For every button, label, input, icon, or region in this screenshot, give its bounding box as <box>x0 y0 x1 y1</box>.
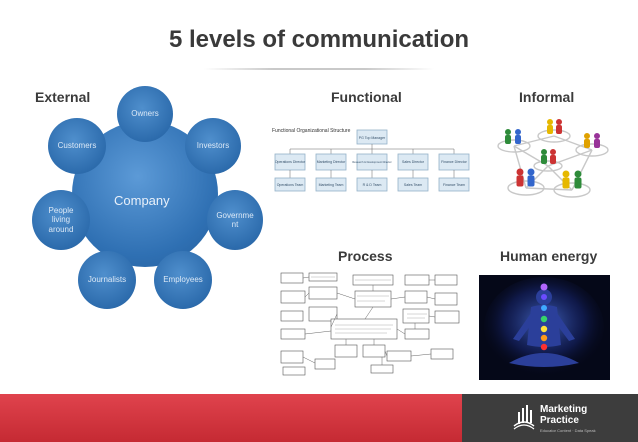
org-top: PG Top Manager <box>359 136 386 140</box>
node-owners: Owners <box>117 86 173 142</box>
node-label: Owners <box>131 109 159 119</box>
informal-network-image <box>484 116 614 218</box>
node-journalists: Journalists <box>78 251 136 309</box>
org-director: Marketing Director <box>317 160 346 164</box>
node-label: Journalists <box>87 275 127 285</box>
brand-name-line2: Practice <box>540 415 579 426</box>
section-label-process: Process <box>338 248 393 264</box>
footer-red-band <box>0 394 462 442</box>
org-team: R & D Team <box>363 183 382 187</box>
node-customers: Customers <box>48 118 106 174</box>
node-label: Employees <box>163 275 203 285</box>
node-employees: Employees <box>154 251 212 309</box>
org-team: Operations Team <box>277 183 304 187</box>
org-director: Operations Director <box>275 160 306 164</box>
org-director: Sales Director <box>402 160 425 164</box>
functional-org-chart-image: Functional Organizational Structure PG T… <box>270 122 475 204</box>
process-flowchart-image <box>275 267 465 380</box>
marketing-practice-logo-icon <box>512 402 536 432</box>
node-label: Customers <box>57 141 97 151</box>
node-government: Governme nt <box>207 190 263 250</box>
section-label-external: External <box>35 89 91 105</box>
title-divider <box>204 68 434 70</box>
brand-name-line1: Marketing <box>540 404 588 415</box>
brand-tagline: Educator Content · Data Speak <box>540 428 596 433</box>
org-team: Marketing Team <box>319 183 344 187</box>
node-label: People living around <box>48 206 74 234</box>
human-energy-image <box>479 275 610 380</box>
org-director: Research & Development Director <box>352 160 391 164</box>
footer-brand-panel <box>462 394 638 442</box>
org-team: Finance Team <box>443 183 465 187</box>
page-title: 5 levels of communication <box>168 26 470 53</box>
company-label: Company <box>114 193 170 208</box>
node-people-living-around: People living around <box>32 190 90 250</box>
org-director: Finance Director <box>441 160 468 164</box>
node-label: Governme nt <box>216 210 254 229</box>
node-investors: Investors <box>185 118 241 174</box>
node-label: Investors <box>196 141 230 151</box>
org-team: Sales Team <box>404 183 422 187</box>
org-chart-title: Functional Organizational Structure <box>272 128 351 134</box>
section-label-informal: Informal <box>519 89 575 105</box>
section-label-human-energy: Human energy <box>500 248 598 264</box>
section-label-functional: Functional <box>331 89 402 105</box>
